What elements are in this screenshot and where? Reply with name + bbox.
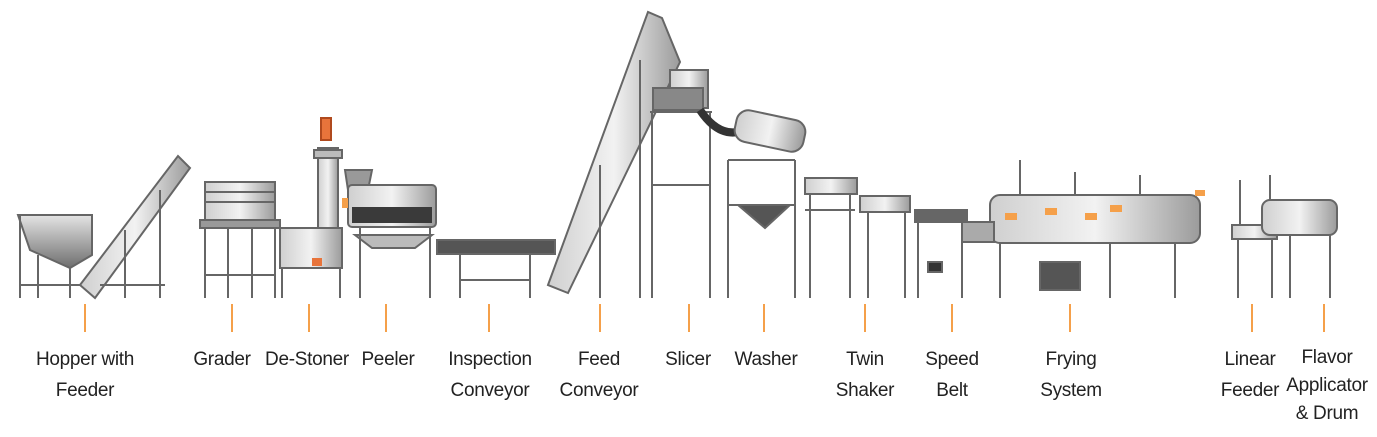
tick-inspection (488, 304, 490, 332)
production-line-illustration (16, 10, 1338, 300)
tick-grader (231, 304, 233, 332)
tick-washer (763, 304, 765, 332)
tick-speed-belt (951, 304, 953, 332)
tick-feed (599, 304, 601, 332)
inspection-conveyor-machine (436, 239, 556, 298)
label-peeler: Peeler (361, 349, 415, 370)
tick-slicer (688, 304, 690, 332)
washer-machine (727, 109, 807, 298)
peeler-machine (342, 184, 437, 298)
frying-system-machine (961, 160, 1205, 298)
label-inspection-conveyor: Inspection Conveyor (448, 349, 532, 401)
tick-flavor-applicator (1323, 304, 1325, 332)
label-speed-belt: Speed Belt (925, 349, 979, 401)
label-slicer: Slicer (665, 349, 711, 370)
tick-destoner (308, 304, 310, 332)
twin-shaker-machine (804, 177, 911, 298)
label-linear-feeder: Linear Feeder (1220, 349, 1280, 401)
label-de-stoner: De-Stoner (265, 349, 349, 370)
linear-feeder-machine (1231, 175, 1278, 298)
tick-twin-shaker (864, 304, 866, 332)
tick-hopper (84, 304, 86, 332)
label-hopper-with-feeder: Hopper with Feeder (35, 349, 135, 401)
label-grader: Grader (193, 349, 251, 370)
label-frying-system: Frying System (1040, 349, 1102, 401)
slicer-machine (650, 69, 747, 298)
hopper-with-feeder-machine (16, 154, 192, 300)
tick-peeler (385, 304, 387, 332)
label-flavor-applicator-drum: Flavor Applicator & Drum (1286, 347, 1368, 424)
speed-belt-machine (914, 209, 968, 298)
tick-frying-system (1069, 304, 1071, 332)
label-washer: Washer (734, 349, 798, 370)
grader-machine (199, 181, 281, 298)
feed-conveyor-machine (546, 10, 682, 298)
label-feed-conveyor: Feed Conveyor (559, 349, 639, 401)
flavor-applicator-drum-machine (1261, 199, 1338, 298)
label-twin-shaker: Twin Shaker (835, 349, 895, 401)
tick-linear-feeder (1251, 304, 1253, 332)
